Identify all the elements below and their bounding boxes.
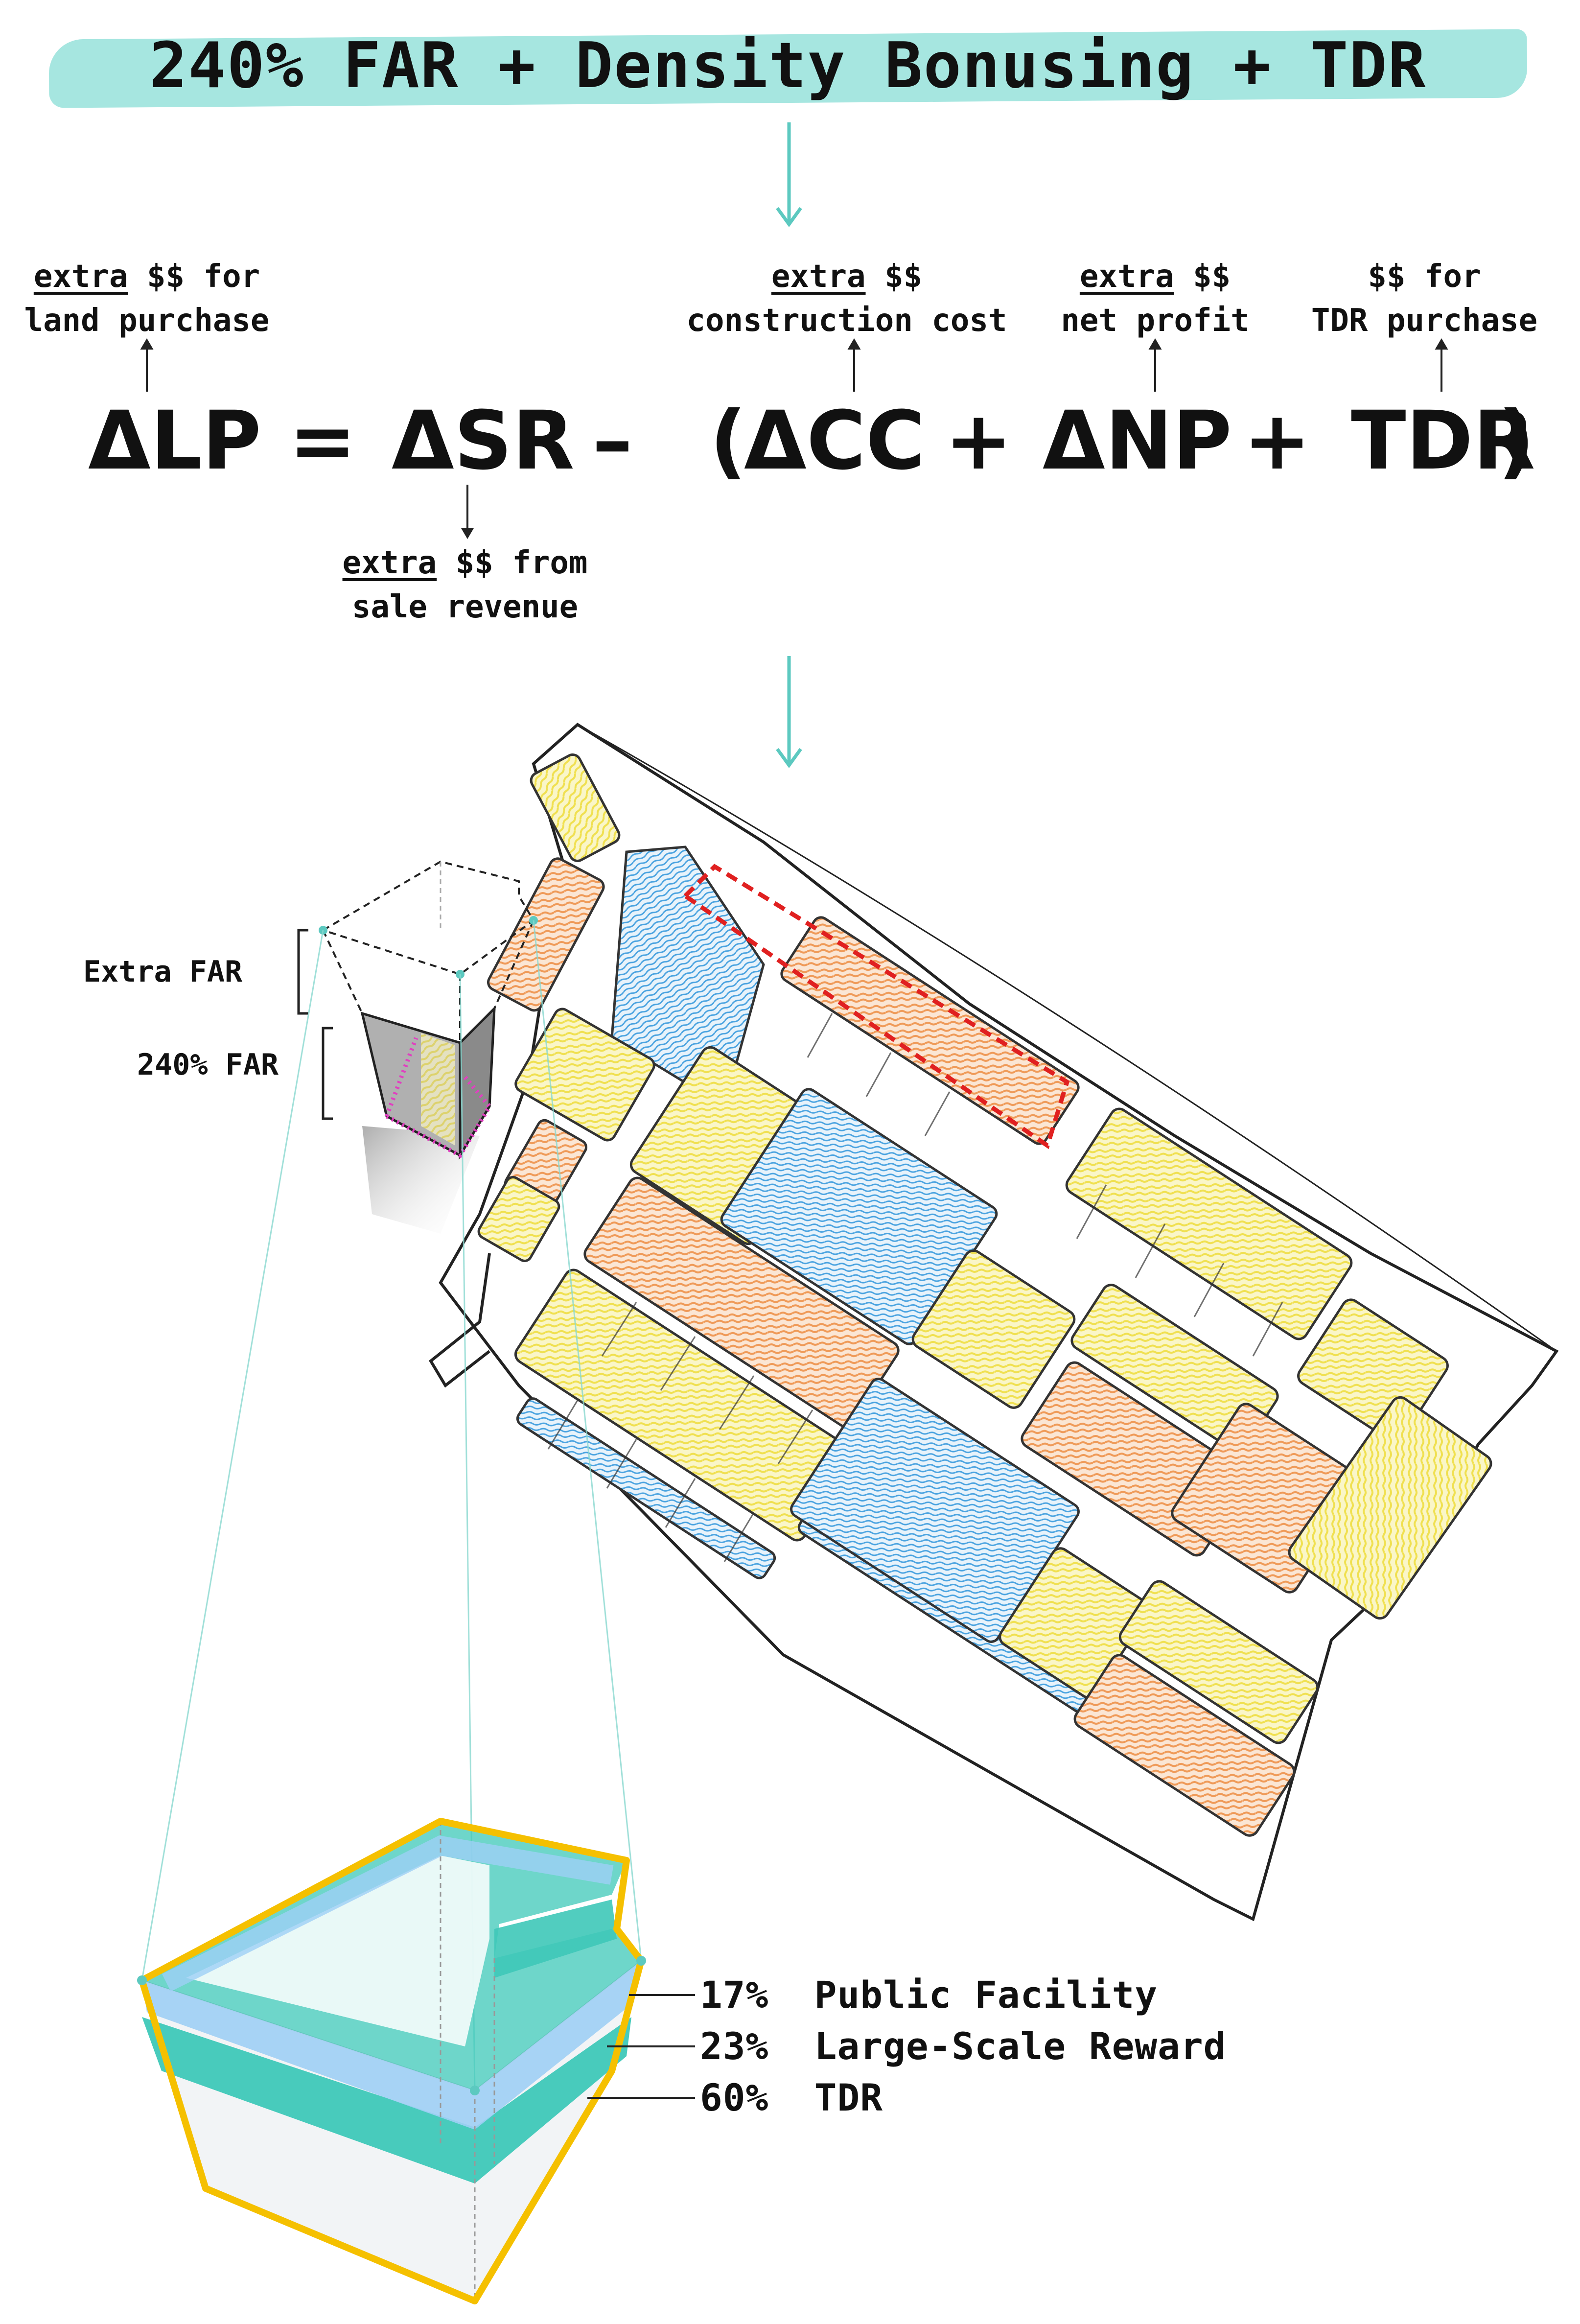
breakdown-pct: 17% [700, 1973, 769, 2017]
annotation-tdr-purchase: $$ for TDR purchase [1292, 255, 1557, 343]
breakdown-pct: 23% [700, 2024, 769, 2068]
equation-plus-2: + [1243, 394, 1311, 488]
equation-delta-lp: ΔLP [88, 394, 261, 488]
block-residential [1118, 1580, 1319, 1744]
annotation-sale-revenue: extra $$ from sale revenue [313, 541, 617, 629]
arrow-down-icon [776, 656, 802, 768]
equation-equals: = [289, 394, 357, 488]
tower-massing [319, 860, 538, 1234]
annotation-lp-rest: $$ for [128, 258, 260, 295]
highlight-parcel [681, 864, 1070, 1150]
annotation-lp-underlined: extra [33, 258, 128, 295]
annotation-sr-line2: sale revenue [351, 589, 579, 625]
breakdown-large-scale-reward: 23% Large-Scale Reward [700, 2024, 1226, 2068]
arrow-up-icon [1148, 338, 1162, 392]
site-plan [429, 723, 1559, 1922]
annotation-np-rest: $$ [1174, 258, 1231, 295]
block-residential [514, 1008, 655, 1142]
block-residential [1288, 1396, 1492, 1620]
arrow-up-icon [847, 338, 861, 392]
annotation-cc-rest: $$ [865, 258, 923, 295]
block-commercial [780, 916, 1080, 1145]
annotation-lp-line2: land purchase [24, 303, 270, 339]
annotation-np-line2: net profit [1061, 303, 1250, 339]
block-open-space [610, 845, 765, 1108]
block-residential [1065, 1107, 1353, 1340]
annotation-net-profit: extra $$ net profit [1033, 255, 1278, 343]
breakdown-public-facility: 17% Public Facility [700, 1973, 1158, 2017]
arrow-up-icon [140, 338, 154, 392]
equation-minus: – [592, 394, 633, 488]
annotation-construction-cost: extra $$ construction cost [675, 255, 1018, 343]
annotation-cc-underlined: extra [771, 258, 866, 295]
equation-open-paren: ( [710, 394, 747, 488]
equation-plus-1: + [945, 394, 1013, 488]
annotation-tdr-line1: $$ for [1368, 258, 1481, 295]
block-open-space [516, 1397, 776, 1579]
block-commercial [487, 857, 605, 1012]
equation-close-paren: ) [1498, 394, 1535, 488]
block-residential [477, 1176, 560, 1262]
label-extra-far: Extra FAR [83, 955, 243, 989]
bracket-base-far [322, 1027, 333, 1120]
block-residential [911, 1249, 1076, 1409]
annotation-sr-underlined: extra [342, 545, 437, 581]
block-residential [530, 753, 621, 862]
arrow-up-icon [1435, 338, 1448, 392]
equation-delta-cc: ΔCC [744, 394, 925, 488]
annotation-sr-rest: $$ from [437, 545, 588, 581]
annotation-tdr-line2: TDR purchase [1311, 303, 1538, 339]
equation-delta-sr: ΔSR [392, 394, 575, 488]
page-title: 240% FAR + Density Bonusing + TDR [149, 29, 1427, 102]
equation-delta-np: ΔNP [1043, 394, 1232, 488]
breakdown-pct: 60% [700, 2076, 769, 2119]
breakdown-label: Public Facility [814, 1973, 1158, 2017]
label-base-far: 240% FAR [137, 1048, 279, 1082]
annotation-cc-line2: construction cost [686, 303, 1007, 339]
arrow-down-icon [461, 485, 474, 539]
breakdown-label: Large-Scale Reward [814, 2024, 1227, 2068]
annotation-np-underlined: extra [1079, 258, 1174, 295]
bonus-volume [137, 1818, 646, 2304]
block-commercial [1073, 1654, 1296, 1837]
breakdown-tdr: 60% TDR [700, 2076, 883, 2119]
breakdown-label: TDR [814, 2076, 883, 2119]
bracket-extra-far [297, 929, 308, 1015]
arrow-down-icon [776, 122, 802, 227]
annotation-land-purchase: extra $$ for land purchase [10, 255, 284, 343]
equation-tdr: TDR [1351, 394, 1535, 488]
